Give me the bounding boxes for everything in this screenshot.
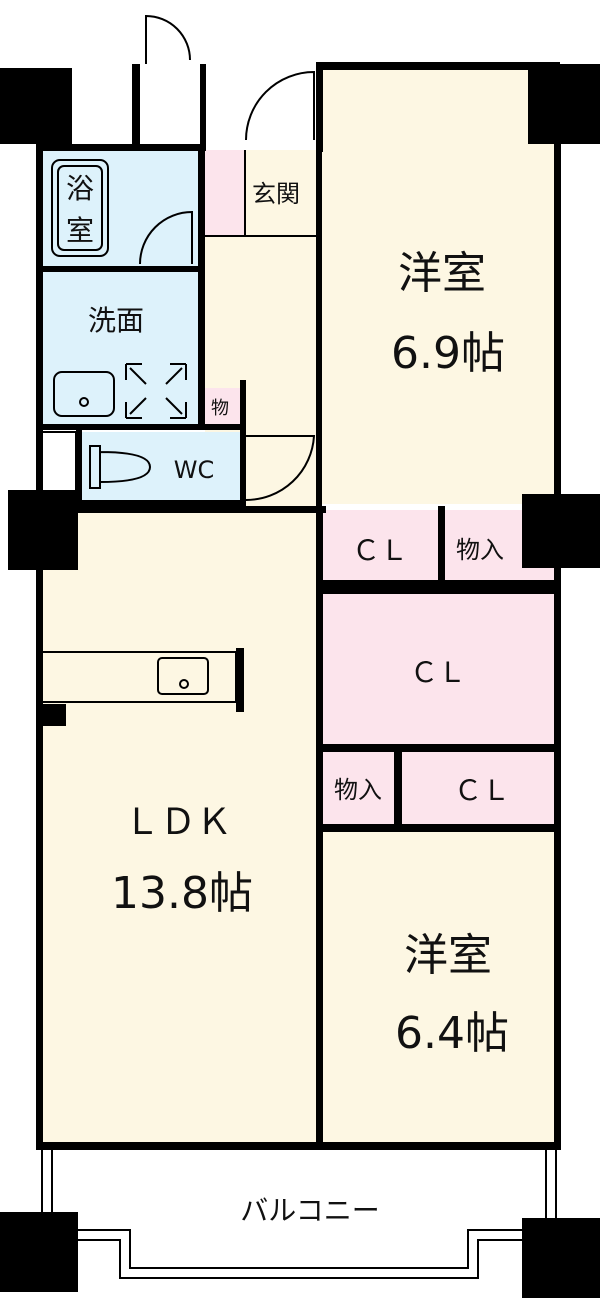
room-fills xyxy=(42,68,554,1142)
label-cl2: ＣＬ xyxy=(410,656,466,689)
bathtub xyxy=(51,159,109,257)
wall-left xyxy=(36,146,43,1146)
closet-2-floor xyxy=(322,594,554,744)
pillar-top-right xyxy=(528,64,600,144)
label-ldk-size: 13.8帖 xyxy=(111,868,253,919)
western-room-2-floor xyxy=(322,832,554,1142)
label-entrance: 玄関 xyxy=(252,180,300,208)
closet-1-floor xyxy=(322,510,438,580)
pillars xyxy=(0,64,600,1298)
wall-ldk-top xyxy=(36,506,326,513)
pillar-bottom-left xyxy=(0,1212,78,1292)
washer-space xyxy=(125,363,187,419)
pillar-mid-left xyxy=(8,490,78,570)
wall-storage2-divider xyxy=(394,750,402,830)
wall-wc-right xyxy=(240,380,246,508)
doors xyxy=(139,14,316,502)
wall-wc-left xyxy=(76,430,82,508)
kitchen-counter-end xyxy=(236,648,244,712)
storage-2-floor xyxy=(322,752,394,826)
label-western1-size: 6.9帖 xyxy=(391,328,505,379)
pillar-top-left xyxy=(0,68,72,144)
ldk-floor xyxy=(42,512,316,1142)
entrance-door xyxy=(245,70,315,141)
label-western1-name: 洋室 xyxy=(398,248,486,299)
wall-entrance-left xyxy=(200,64,206,150)
wc-door xyxy=(245,435,316,502)
wall-wash-right xyxy=(198,150,205,426)
pillar-bottom-right xyxy=(522,1218,600,1298)
wall-right xyxy=(554,64,561,1150)
entrance-tile-floor xyxy=(205,150,245,236)
wall-entrance-right xyxy=(316,62,323,152)
label-cl1: ＣＬ xyxy=(352,534,408,567)
closet-3-floor xyxy=(402,752,554,824)
walls xyxy=(36,62,561,1150)
washroom-floor xyxy=(42,272,200,424)
wall-top-bath xyxy=(36,144,206,151)
label-storage1: 物入 xyxy=(456,536,504,564)
label-bath-1: 浴 xyxy=(66,172,94,205)
wash-basin-drain xyxy=(79,397,89,407)
wall-wash-bottom xyxy=(42,424,242,430)
kitchen-counter xyxy=(41,651,237,703)
fixtures xyxy=(41,159,237,703)
bathtub-inner xyxy=(57,165,103,251)
wall-bath-wash xyxy=(42,266,202,272)
label-ldk-name: ＬＤＫ xyxy=(124,802,232,843)
wc-floor xyxy=(82,432,242,500)
toilet xyxy=(89,445,152,489)
label-washroom: 洗面 xyxy=(88,304,144,337)
room-labels: 浴 室 洗面 物 WC 玄関 洋室 6.9帖 ＣＬ 物入 ＣＬ 物入 ＣＬ ＬＤ… xyxy=(66,172,510,1227)
wall-pillar-top xyxy=(132,64,140,150)
kitchen-counter-stub xyxy=(42,704,66,726)
wall-wc-bottom xyxy=(76,500,244,508)
label-bath-2: 室 xyxy=(66,214,94,247)
label-balcony: バルコニー xyxy=(240,1194,379,1227)
small-storage-floor xyxy=(205,388,241,426)
label-cl3: ＣＬ xyxy=(454,774,510,807)
kitchen-sink-drain xyxy=(179,679,189,689)
pillar-mid-right xyxy=(522,494,600,568)
western-room-1-floor xyxy=(322,68,554,504)
bathroom-floor xyxy=(42,150,200,268)
wall-closets-left xyxy=(316,506,323,1146)
wall-cl2-bottom xyxy=(322,744,560,752)
entrance-box xyxy=(41,431,77,499)
external-door-top xyxy=(145,14,191,64)
label-wc: WC xyxy=(174,456,215,484)
label-western2-name: 洋室 xyxy=(404,930,492,981)
kitchen-sink xyxy=(157,657,209,695)
wall-cl3-bottom xyxy=(322,824,560,832)
label-storage2: 物入 xyxy=(334,776,382,804)
wall-western1-left xyxy=(316,150,322,510)
label-western2-size: 6.4帖 xyxy=(395,1008,509,1059)
bath-door xyxy=(139,210,193,265)
wall-top-western1 xyxy=(316,62,560,70)
wash-basin xyxy=(53,371,115,417)
wall-cl1-divider xyxy=(438,506,445,586)
wall-cl2-top xyxy=(322,588,560,594)
label-small-storage: 物 xyxy=(211,398,229,419)
wall-bottom xyxy=(36,1142,560,1150)
